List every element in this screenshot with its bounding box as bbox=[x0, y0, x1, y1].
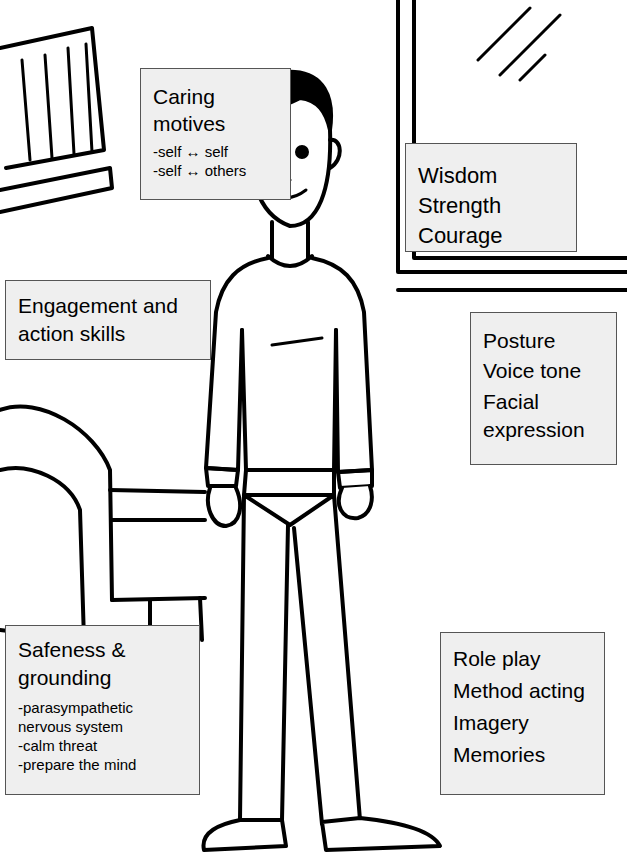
window-reflection bbox=[478, 8, 560, 80]
neck bbox=[272, 222, 308, 258]
hand bbox=[339, 486, 372, 518]
chair-arm bbox=[0, 468, 84, 640]
left-sleeve bbox=[206, 258, 268, 470]
box-item: Method acting bbox=[453, 675, 594, 707]
text-box: Engagement and action skills bbox=[5, 280, 211, 360]
box-heading: Engagement and action skills bbox=[18, 292, 200, 348]
box-item: -self ↔ others bbox=[153, 161, 280, 180]
box-item: Imagery bbox=[453, 707, 594, 739]
right-sleeve bbox=[312, 258, 372, 472]
box-item: Strength bbox=[418, 191, 566, 221]
eye bbox=[297, 147, 307, 157]
box-item: Voice tone bbox=[483, 356, 606, 386]
text-box: Role playMethod actingImageryMemories bbox=[440, 632, 605, 795]
box-heading: Safeness & grounding bbox=[18, 636, 188, 692]
text-box: Caring motives -self ↔ self-self ↔ others bbox=[140, 68, 291, 200]
box-item: -prepare the mind bbox=[18, 755, 189, 774]
lamp-shade bbox=[0, 28, 104, 168]
box-item: Courage bbox=[418, 221, 566, 251]
text-box: Safeness & grounding -parasympathetic ner… bbox=[5, 625, 200, 795]
text-box: WisdomStrengthCourage bbox=[405, 143, 577, 252]
box-item: -calm threat bbox=[18, 736, 189, 755]
trousers bbox=[240, 495, 360, 824]
box-heading: Caring motives bbox=[153, 83, 280, 137]
lamp-stripes bbox=[22, 44, 92, 160]
shoe bbox=[322, 818, 440, 850]
shelf bbox=[0, 168, 112, 212]
belt bbox=[244, 470, 334, 495]
chair-back bbox=[0, 406, 112, 600]
box-item: -parasympathetic nervous system bbox=[18, 698, 168, 736]
collar bbox=[268, 256, 312, 266]
box-item: Facial expression bbox=[483, 388, 603, 444]
shoe bbox=[203, 820, 286, 850]
box-heading: Wisdom bbox=[418, 161, 566, 191]
crease bbox=[272, 338, 322, 345]
box-item: Memories bbox=[453, 739, 594, 771]
window-frame bbox=[398, 0, 627, 290]
chair-seat bbox=[110, 490, 205, 600]
torso bbox=[242, 330, 336, 470]
cuff bbox=[206, 468, 238, 486]
text-box: PostureVoice toneFacial expression bbox=[470, 312, 617, 465]
box-heading: Posture bbox=[483, 326, 606, 356]
box-heading: Role play bbox=[453, 643, 594, 675]
cuff bbox=[338, 470, 372, 488]
box-item: -self ↔ self bbox=[153, 142, 280, 161]
hand bbox=[208, 488, 240, 526]
